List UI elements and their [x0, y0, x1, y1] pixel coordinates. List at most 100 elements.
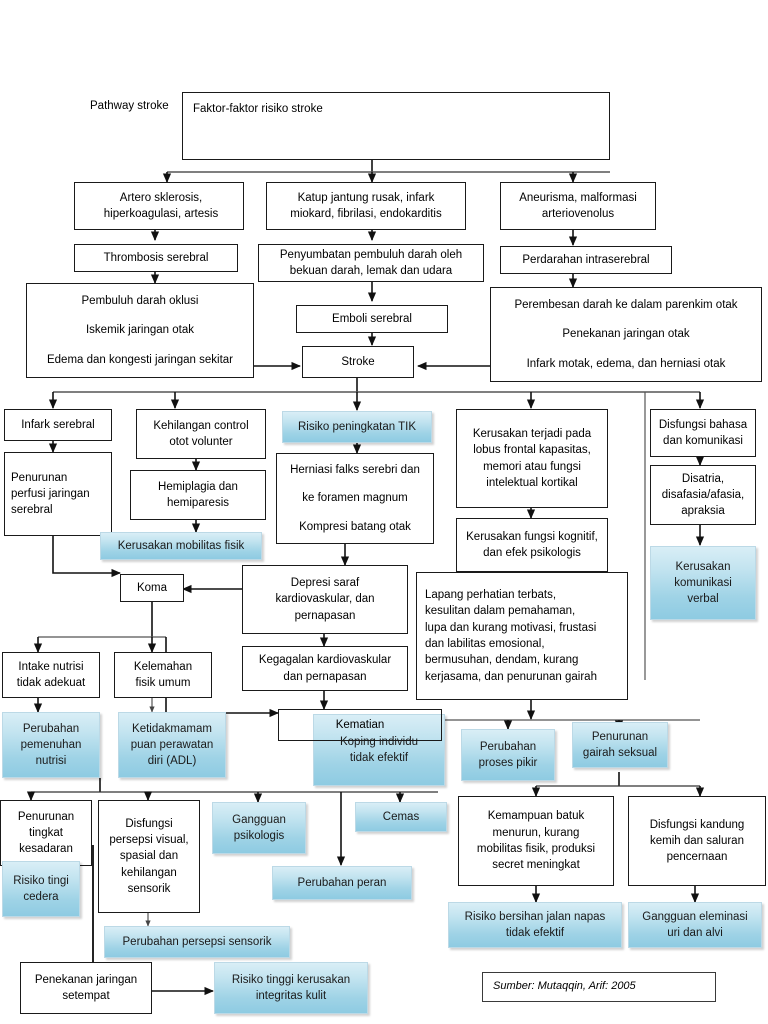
- node-faktor-risiko: Faktor-faktor risiko stroke: [182, 92, 610, 160]
- node-text-line-3: Infark motak, edema, dan herniasi otak: [526, 357, 726, 370]
- node-cemas: Cemas: [355, 802, 447, 832]
- node-hemiplagia: Hemiplagia dan hemiparesis: [130, 470, 266, 520]
- node-text: Penekanan jaringan setempat: [34, 973, 138, 1002]
- node-text: Lapang perhatian terbats, kesulitan dala…: [425, 589, 597, 683]
- diagram-title: Pathway stroke: [90, 100, 169, 112]
- node-text: Gangguan psikologis: [232, 813, 286, 842]
- node-herniasi-falks: Herniasi falks serebri dan ke foramen ma…: [276, 453, 434, 544]
- node-risiko-tinggi-kerusakan-integritas-kulit: Risiko tinggi kerusakan integritas kulit: [214, 962, 368, 1014]
- node-text: Disfungsi persepsi visual, spasial dan k…: [109, 817, 189, 895]
- node-penekanan-jaringan-setempat: Penekanan jaringan setempat: [20, 962, 152, 1014]
- node-text: Disfungsi kandung kemih dan saluran penc…: [649, 818, 745, 864]
- node-text: Ketidakmamam puan perawatan diri (ADL): [130, 722, 214, 768]
- node-text: Thrombosis serebral: [103, 251, 209, 264]
- node-katup-jantung: Katup jantung rusak, infark miokard, fib…: [266, 182, 466, 230]
- node-text-line-2: Iskemik jaringan otak: [85, 324, 195, 337]
- node-text: Kerusakan terjadi pada lobus frontal kap…: [472, 427, 592, 489]
- node-aneurisma: Aneurisma, malformasi arteriovenolus: [500, 182, 656, 230]
- node-kegagalan-kardiovaskular: Kegagalan kardiovaskular dan pernapasan: [242, 646, 408, 691]
- node-kematian: Kematian: [278, 709, 442, 741]
- node-text-line-2: ke foramen magnum: [302, 492, 408, 505]
- node-text: Kemampuan batuk menurun, kurang mobilita…: [476, 810, 596, 872]
- node-text: Koma: [136, 581, 168, 594]
- node-penurunan-perfusi: Penurunan perfusi jaringan serebral: [4, 452, 112, 536]
- node-kemampuan-batuk-menurun: Kemampuan batuk menurun, kurang mobilita…: [458, 796, 614, 886]
- node-text: Kematian: [335, 718, 385, 731]
- node-text: Risiko bersihan jalan napas tidak efekti…: [464, 910, 606, 939]
- node-text: Perubahan proses pikir: [478, 740, 538, 769]
- node-kerusakan-lobus-frontal: Kerusakan terjadi pada lobus frontal kap…: [456, 409, 608, 508]
- node-text: Kehilangan control otot volunter: [153, 419, 249, 448]
- node-text: Penyumbatan pembuluh darah oleh bekuan d…: [279, 248, 463, 277]
- node-ketidakmampuan-perawatan-diri: Ketidakmamam puan perawatan diri (ADL): [118, 712, 226, 778]
- node-penurunan-tingkat-kesadaran: Penurunan tingkat kesadaran: [0, 800, 92, 866]
- node-perubahan-persepsi-sensorik: Perubahan persepsi sensorik: [104, 926, 290, 958]
- node-kerusakan-fungsi-kognitif: Kerusakan fungsi kognitif, dan efek psik…: [456, 518, 608, 572]
- node-intake-nutrisi: Intake nutrisi tidak adekuat: [2, 652, 100, 698]
- node-text: Perdarahan intraserebral: [522, 253, 650, 266]
- node-gangguan-psikologis: Gangguan psikologis: [212, 802, 306, 854]
- node-text-line-2: Penekanan jaringan otak: [562, 328, 690, 341]
- node-text-line-3: Edema dan kongesti jaringan sekitar: [46, 353, 234, 366]
- node-disatria: Disatria, disafasia/afasia, apraksia: [650, 465, 756, 525]
- node-text: Faktor-faktor risiko stroke: [193, 103, 323, 115]
- node-penyumbatan-pembuluh: Penyumbatan pembuluh darah oleh bekuan d…: [258, 244, 484, 282]
- node-text: Kegagalan kardiovaskular dan pernapasan: [258, 654, 392, 683]
- node-disfungsi-kandung-kemih: Disfungsi kandung kemih dan saluran penc…: [628, 796, 766, 886]
- node-text: Kelemahan fisik umum: [133, 660, 193, 689]
- node-text: Perubahan persepsi sensorik: [122, 935, 272, 948]
- node-depresi-saraf: Depresi saraf kardiovaskular, dan pernap…: [242, 565, 408, 634]
- node-text: Kerusakan komunikasi verbal: [674, 560, 732, 606]
- node-text: Infark serebral: [21, 418, 95, 431]
- node-stroke: Stroke: [302, 346, 414, 378]
- node-text: Penurunan gairah seksual: [582, 730, 658, 759]
- node-disfungsi-bahasa: Disfungsi bahasa dan komunikasi: [650, 409, 756, 457]
- node-risiko-peningkatan-tik: Risiko peningkatan TIK: [282, 411, 432, 443]
- node-text: Kerusakan fungsi kognitif, dan efek psik…: [466, 530, 598, 559]
- node-text: Katup jantung rusak, infark miokard, fib…: [290, 191, 442, 220]
- node-koping-individu-tidak-efektif: Koping individu tidak efektif: [313, 714, 445, 786]
- node-emboli-serebral: Emboli serebral: [296, 305, 448, 333]
- node-kelemahan-fisik-umum: Kelemahan fisik umum: [114, 652, 212, 698]
- node-text: Stroke: [341, 355, 375, 368]
- node-text: Hemiplagia dan hemiparesis: [158, 480, 238, 509]
- node-text: Penurunan tingkat kesadaran: [17, 810, 75, 856]
- node-risiko-bersihan-jalan-napas: Risiko bersihan jalan napas tidak efekti…: [448, 902, 622, 948]
- node-risiko-tinggi-cedera: Risiko tingi cedera: [2, 861, 80, 917]
- node-gangguan-eleminasi: Gangguan eleminasi uri dan alvi: [628, 902, 762, 948]
- node-text: Risiko peningkatan TIK: [297, 420, 417, 433]
- node-text: Koping individu tidak efektif: [339, 735, 418, 764]
- node-thrombosis-serebral: Thrombosis serebral: [74, 244, 238, 272]
- node-perdarahan-intraserebral: Perdarahan intraserebral: [500, 246, 672, 274]
- node-artero-sklerosis: Artero sklerosis, hiperkoagulasi, artesi…: [74, 182, 244, 230]
- node-perembesan-darah: Perembesan darah ke dalam parenkim otak …: [490, 287, 762, 382]
- node-text: Artero sklerosis, hiperkoagulasi, artesi…: [103, 191, 219, 220]
- node-perubahan-peran: Perubahan peran: [272, 866, 412, 900]
- node-koma: Koma: [120, 574, 184, 602]
- node-text: Risiko tinggi kerusakan integritas kulit: [231, 973, 351, 1002]
- node-kerusakan-komunikasi-verbal: Kerusakan komunikasi verbal: [650, 546, 756, 620]
- node-text: Risiko tingi cedera: [13, 874, 69, 903]
- node-text: Perubahan peran: [297, 876, 387, 889]
- node-text: Perubahan pemenuhan nutrisi: [20, 722, 82, 768]
- node-lapang-perhatian: Lapang perhatian terbats, kesulitan dala…: [416, 572, 628, 700]
- node-kehilangan-kontrol-otot: Kehilangan control otot volunter: [136, 409, 266, 459]
- node-infark-serebral: Infark serebral: [4, 409, 112, 441]
- node-penurunan-gairah-seksual: Penurunan gairah seksual: [572, 722, 668, 768]
- node-text: Aneurisma, malformasi arteriovenolus: [519, 191, 637, 220]
- source-text: Sumber: Mutaqqin, Arif: 2005: [493, 980, 636, 993]
- node-pembuluh-darah-oklusi: Pembuluh darah oklusi Iskemik jaringan o…: [26, 283, 254, 378]
- node-disfungsi-persepsi-visual: Disfungsi persepsi visual, spasial dan k…: [98, 800, 200, 913]
- node-text-line-3: Kompresi batang otak: [299, 520, 411, 533]
- node-text: Intake nutrisi tidak adekuat: [16, 660, 86, 689]
- node-text: Disatria, disafasia/afasia, apraksia: [661, 472, 745, 518]
- node-text-line-1: Herniasi falks serebri dan: [290, 464, 420, 476]
- node-text: Disfungsi bahasa dan komunikasi: [658, 418, 748, 447]
- node-text-line-1: Perembesan darah ke dalam parenkim otak: [514, 298, 738, 311]
- node-text: Emboli serebral: [332, 312, 412, 325]
- node-perubahan-proses-pikir: Perubahan proses pikir: [461, 729, 555, 781]
- node-text: Cemas: [382, 810, 420, 823]
- node-text-line-1: Pembuluh darah oklusi: [81, 294, 199, 307]
- node-text: Kerusakan mobilitas fisik: [117, 539, 245, 552]
